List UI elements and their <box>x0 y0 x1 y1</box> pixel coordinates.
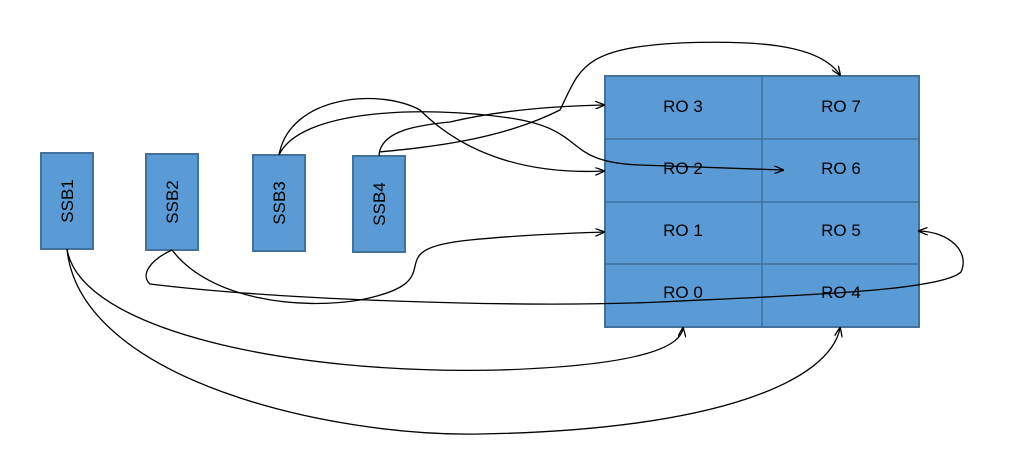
ro-cell-5: RO 5 <box>821 221 861 240</box>
ssb-block-1-label: SSB1 <box>58 179 77 222</box>
arrow-ssb3-ro6 <box>278 111 783 170</box>
ro-cell-2: RO 2 <box>663 159 703 178</box>
ro-cell-1: RO 1 <box>663 221 703 240</box>
ssb-block-4-label: SSB4 <box>370 182 389 225</box>
ssb-block-1: SSB1 <box>40 152 94 250</box>
connectors <box>66 41 964 435</box>
ro-cell-7: RO 7 <box>821 97 861 116</box>
arrow-ssb1-ro4 <box>66 248 840 435</box>
ro-cell-0: RO 0 <box>663 283 703 302</box>
ro-cell-6: RO 6 <box>821 159 861 178</box>
ssb-block-3: SSB3 <box>252 154 306 252</box>
ssb-block-3-label: SSB3 <box>270 181 289 224</box>
ro-grid: RO 3 RO 2 RO 1 RO 0 RO 7 RO 6 RO 5 RO 4 <box>604 75 920 328</box>
arrow-ssb4-ro7 <box>378 41 840 153</box>
ssb-block-4: SSB4 <box>352 155 406 253</box>
ssb-block-2-label: SSB2 <box>163 180 182 223</box>
arrow-ssb3-ro2 <box>278 97 604 172</box>
arrow-ssb1-ro0 <box>66 248 683 372</box>
arrow-ssb2-ro1 <box>171 232 604 305</box>
arrow-ssb2-ro5 <box>145 231 964 305</box>
ro-cell-3: RO 3 <box>663 97 703 116</box>
ssb-block-2: SSB2 <box>145 153 199 251</box>
arrow-ssb4-ro3 <box>378 105 604 157</box>
